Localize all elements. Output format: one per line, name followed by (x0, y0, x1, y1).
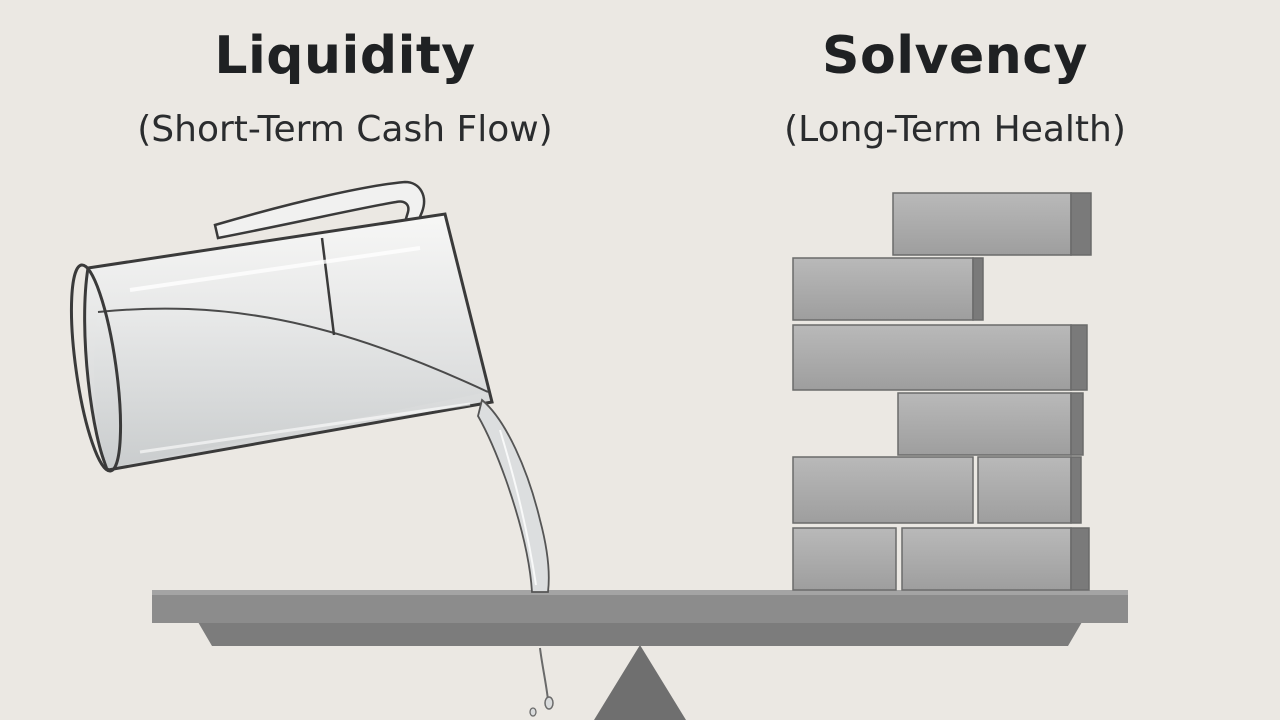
solvency-title: Solvency (822, 26, 1088, 86)
fulcrum-icon (594, 645, 686, 720)
solvency-subtitle: (Long-Term Health) (784, 109, 1126, 150)
balance-beam (152, 590, 1128, 646)
water-stream (477, 398, 554, 717)
solvency-heading: Solvency (Long-Term Health) (670, 26, 1240, 152)
water-pitcher-icon (69, 180, 494, 473)
liquidity-title: Liquidity (214, 26, 476, 86)
liquidity-heading: Liquidity (Short-Term Cash Flow) (60, 26, 630, 152)
brick-stack-icon (792, 192, 1092, 591)
liquidity-subtitle: (Short-Term Cash Flow) (137, 109, 553, 150)
